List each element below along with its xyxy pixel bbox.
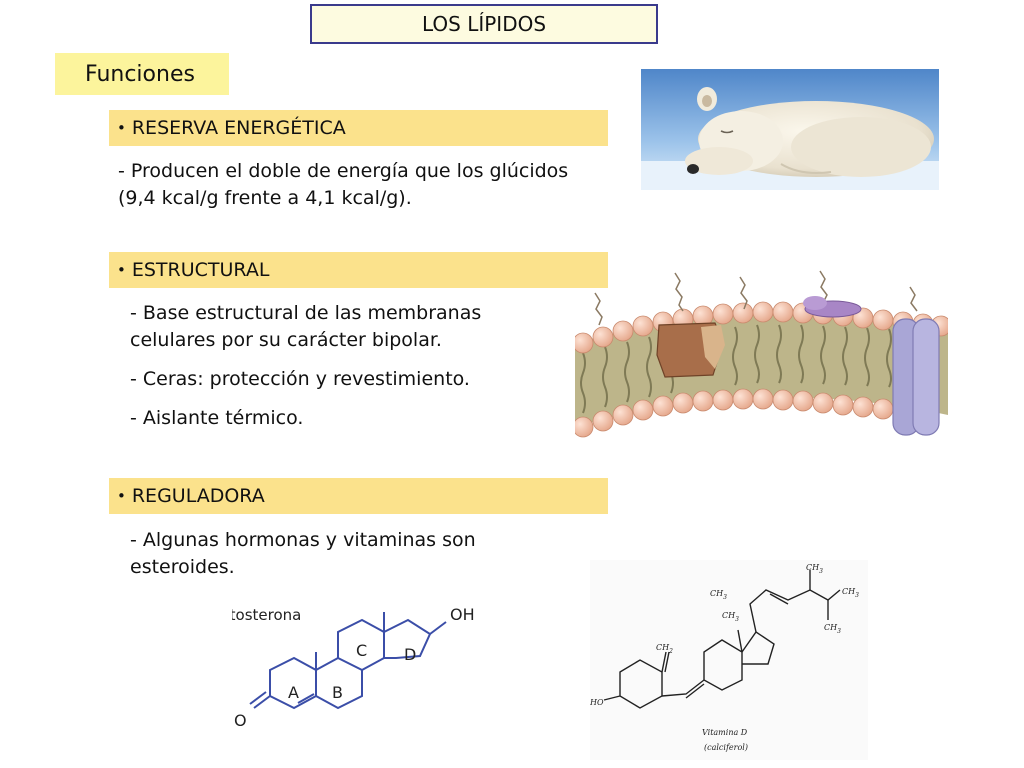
oh-label: OH — [450, 605, 475, 624]
text-line: - Ceras: protección y revestimiento. — [130, 368, 470, 390]
section-heading-label: RESERVA ENERGÉTICA — [131, 117, 346, 139]
testosterone-label: Testosterona — [232, 606, 301, 624]
text-line: celulares por su carácter bipolar. — [130, 329, 442, 351]
section-heading-reserva: • RESERVA ENERGÉTICA — [109, 110, 608, 146]
section-text-estructural: - Base estructural de las membranas celu… — [130, 300, 481, 432]
section-heading-estructural: • ESTRUCTURAL — [109, 252, 608, 288]
subtitle: Funciones — [85, 61, 195, 87]
text-line: - Aislante térmico. — [130, 407, 304, 429]
section-heading-label: REGULADORA — [131, 485, 265, 507]
ring-d-label: D — [404, 645, 416, 664]
ch3-label: CH3 — [806, 563, 823, 575]
bullet-icon: • — [117, 261, 126, 279]
ch3-label: CH3 — [722, 611, 739, 623]
vitamin-d-label: Vitamina D — [702, 728, 748, 737]
section-text-reserva: - Producen el doble de energía que los g… — [118, 158, 568, 212]
page-title-box: LOS LÍPIDOS — [310, 4, 658, 44]
ch3-label: CH3 — [710, 589, 727, 601]
page-title: LOS LÍPIDOS — [421, 12, 547, 36]
text-line: (9,4 kcal/g frente a 4,1 kcal/g). — [118, 187, 412, 209]
ho-label: HO — [590, 698, 604, 707]
polar-bear-photo — [641, 69, 939, 190]
section-text-reguladora: - Algunas hormonas y vitaminas son ester… — [130, 527, 476, 581]
section-heading-reguladora: • REGULADORA — [109, 478, 608, 514]
ring-b-label: B — [332, 683, 343, 702]
ch2-label: CH2 — [656, 643, 673, 655]
section-heading-label: ESTRUCTURAL — [131, 259, 270, 281]
bullet-icon: • — [117, 119, 126, 137]
bullet-icon: • — [117, 487, 126, 505]
testosterone-structure: Testosterona OH O A B C D — [232, 605, 475, 730]
vitamin-d-structure: CH3 CH3 CH3 CH3 CH3 CH2 HO Vitamina D (c… — [590, 560, 868, 760]
ch3-label: CH3 — [842, 587, 859, 599]
ch3-label: CH3 — [824, 623, 841, 635]
o-label: O — [234, 711, 247, 730]
text-line: - Base estructural de las membranas — [130, 302, 482, 324]
text-line: - Algunas hormonas y vitaminas son — [130, 529, 476, 551]
cell-membrane-diagram — [575, 270, 948, 438]
ring-a-label: A — [288, 683, 299, 702]
text-line: - Producen el doble de energía que los g… — [118, 160, 569, 182]
calciferol-label: (calciferol) — [704, 743, 748, 752]
text-line: esteroides. — [130, 556, 235, 578]
ring-c-label: C — [356, 641, 367, 660]
subtitle-box: Funciones — [55, 53, 229, 95]
